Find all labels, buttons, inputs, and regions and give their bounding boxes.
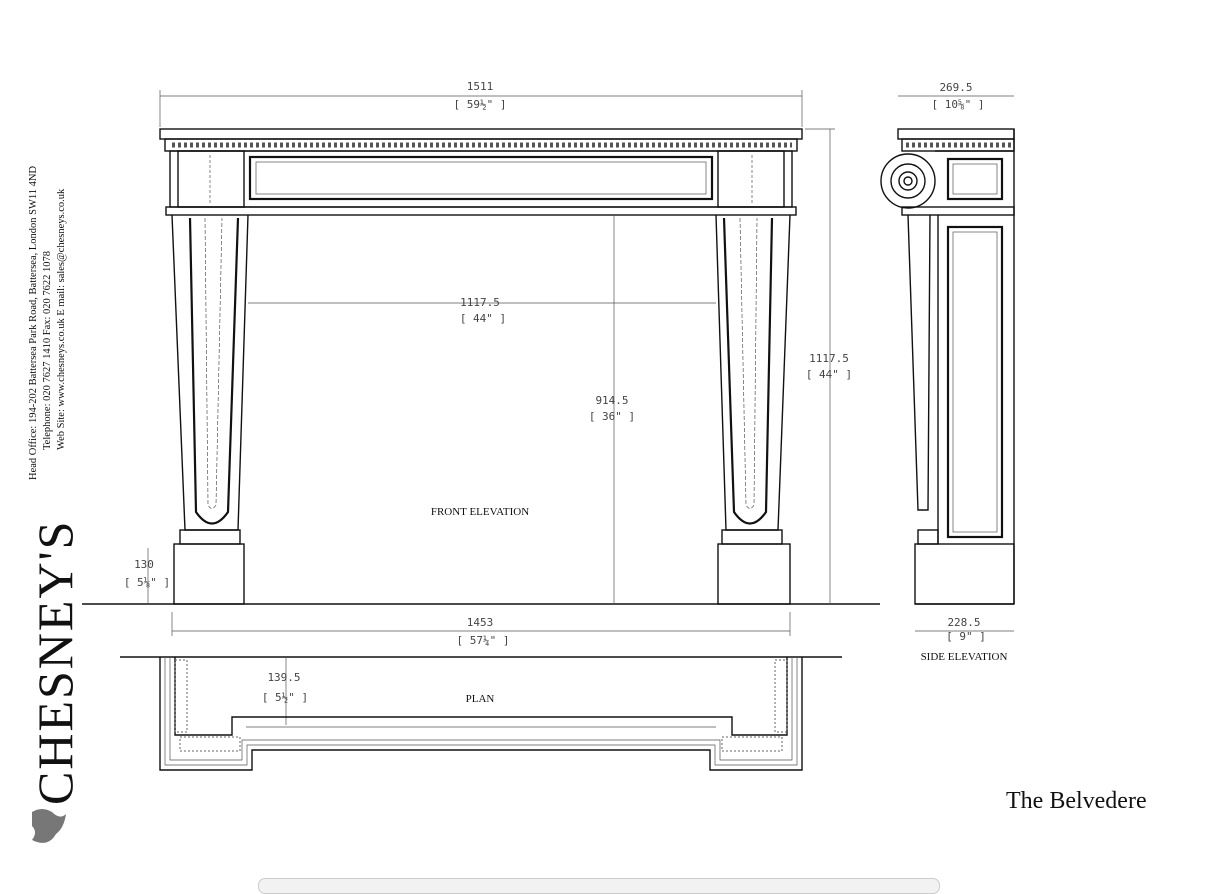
overall-height-mm: 1117.5	[809, 352, 849, 365]
opening-height-in: [ 36" ]	[589, 410, 635, 423]
front-elevation	[159, 128, 803, 605]
address-line: Head Office: 194-202 Battersea Park Road…	[28, 166, 39, 480]
plinth-height-mm: 130	[134, 558, 154, 571]
opening-height-mm: 914.5	[595, 394, 628, 407]
horizontal-scrollbar[interactable]	[258, 878, 940, 894]
side-base-depth-in: [ 9" ]	[946, 630, 986, 643]
front-elevation-label: FRONT ELEVATION	[431, 506, 529, 518]
opening-width-in: [ 44" ]	[460, 312, 506, 325]
dimension-lines	[147, 90, 1014, 725]
side-top-depth-mm: 269.5	[939, 81, 972, 94]
plan-depth-in: [ 5½" ]	[262, 691, 308, 704]
footprint-width-in: [ 57¼" ]	[457, 634, 510, 647]
side-elevation-label: SIDE ELEVATION	[921, 651, 1008, 663]
plan-label: PLAN	[466, 693, 495, 705]
company-address: Head Office: 194-202 Battersea Park Road…	[28, 166, 67, 480]
phone-line: Telephone: 020 7627 1410 Fax: 020 7622 1…	[42, 251, 53, 450]
plinth-height-in: [ 5⅛" ]	[124, 576, 170, 589]
side-elevation	[880, 128, 1015, 605]
side-top-depth-in: [ 10⅝" ]	[932, 98, 985, 111]
brand-wordmark: CHESNEY'S	[27, 520, 83, 805]
web-line: Web Site: www.chesneys.co.uk E mail: sal…	[56, 188, 67, 450]
griffin-logo-icon	[32, 809, 66, 843]
brand-logo: CHESNEY'S	[27, 520, 83, 805]
overall-height-in: [ 44" ]	[806, 368, 852, 381]
overall-width-in: [ 59½" ]	[454, 98, 507, 111]
plan-depth-mm: 139.5	[267, 671, 300, 684]
footprint-width-mm: 1453	[467, 616, 494, 629]
opening-width-mm: 1117.5	[460, 296, 500, 309]
side-base-depth-mm: 228.5	[947, 616, 980, 629]
product-name: The Belvedere	[1006, 788, 1147, 814]
plan-view	[159, 657, 803, 771]
overall-width-mm: 1511	[467, 80, 494, 93]
